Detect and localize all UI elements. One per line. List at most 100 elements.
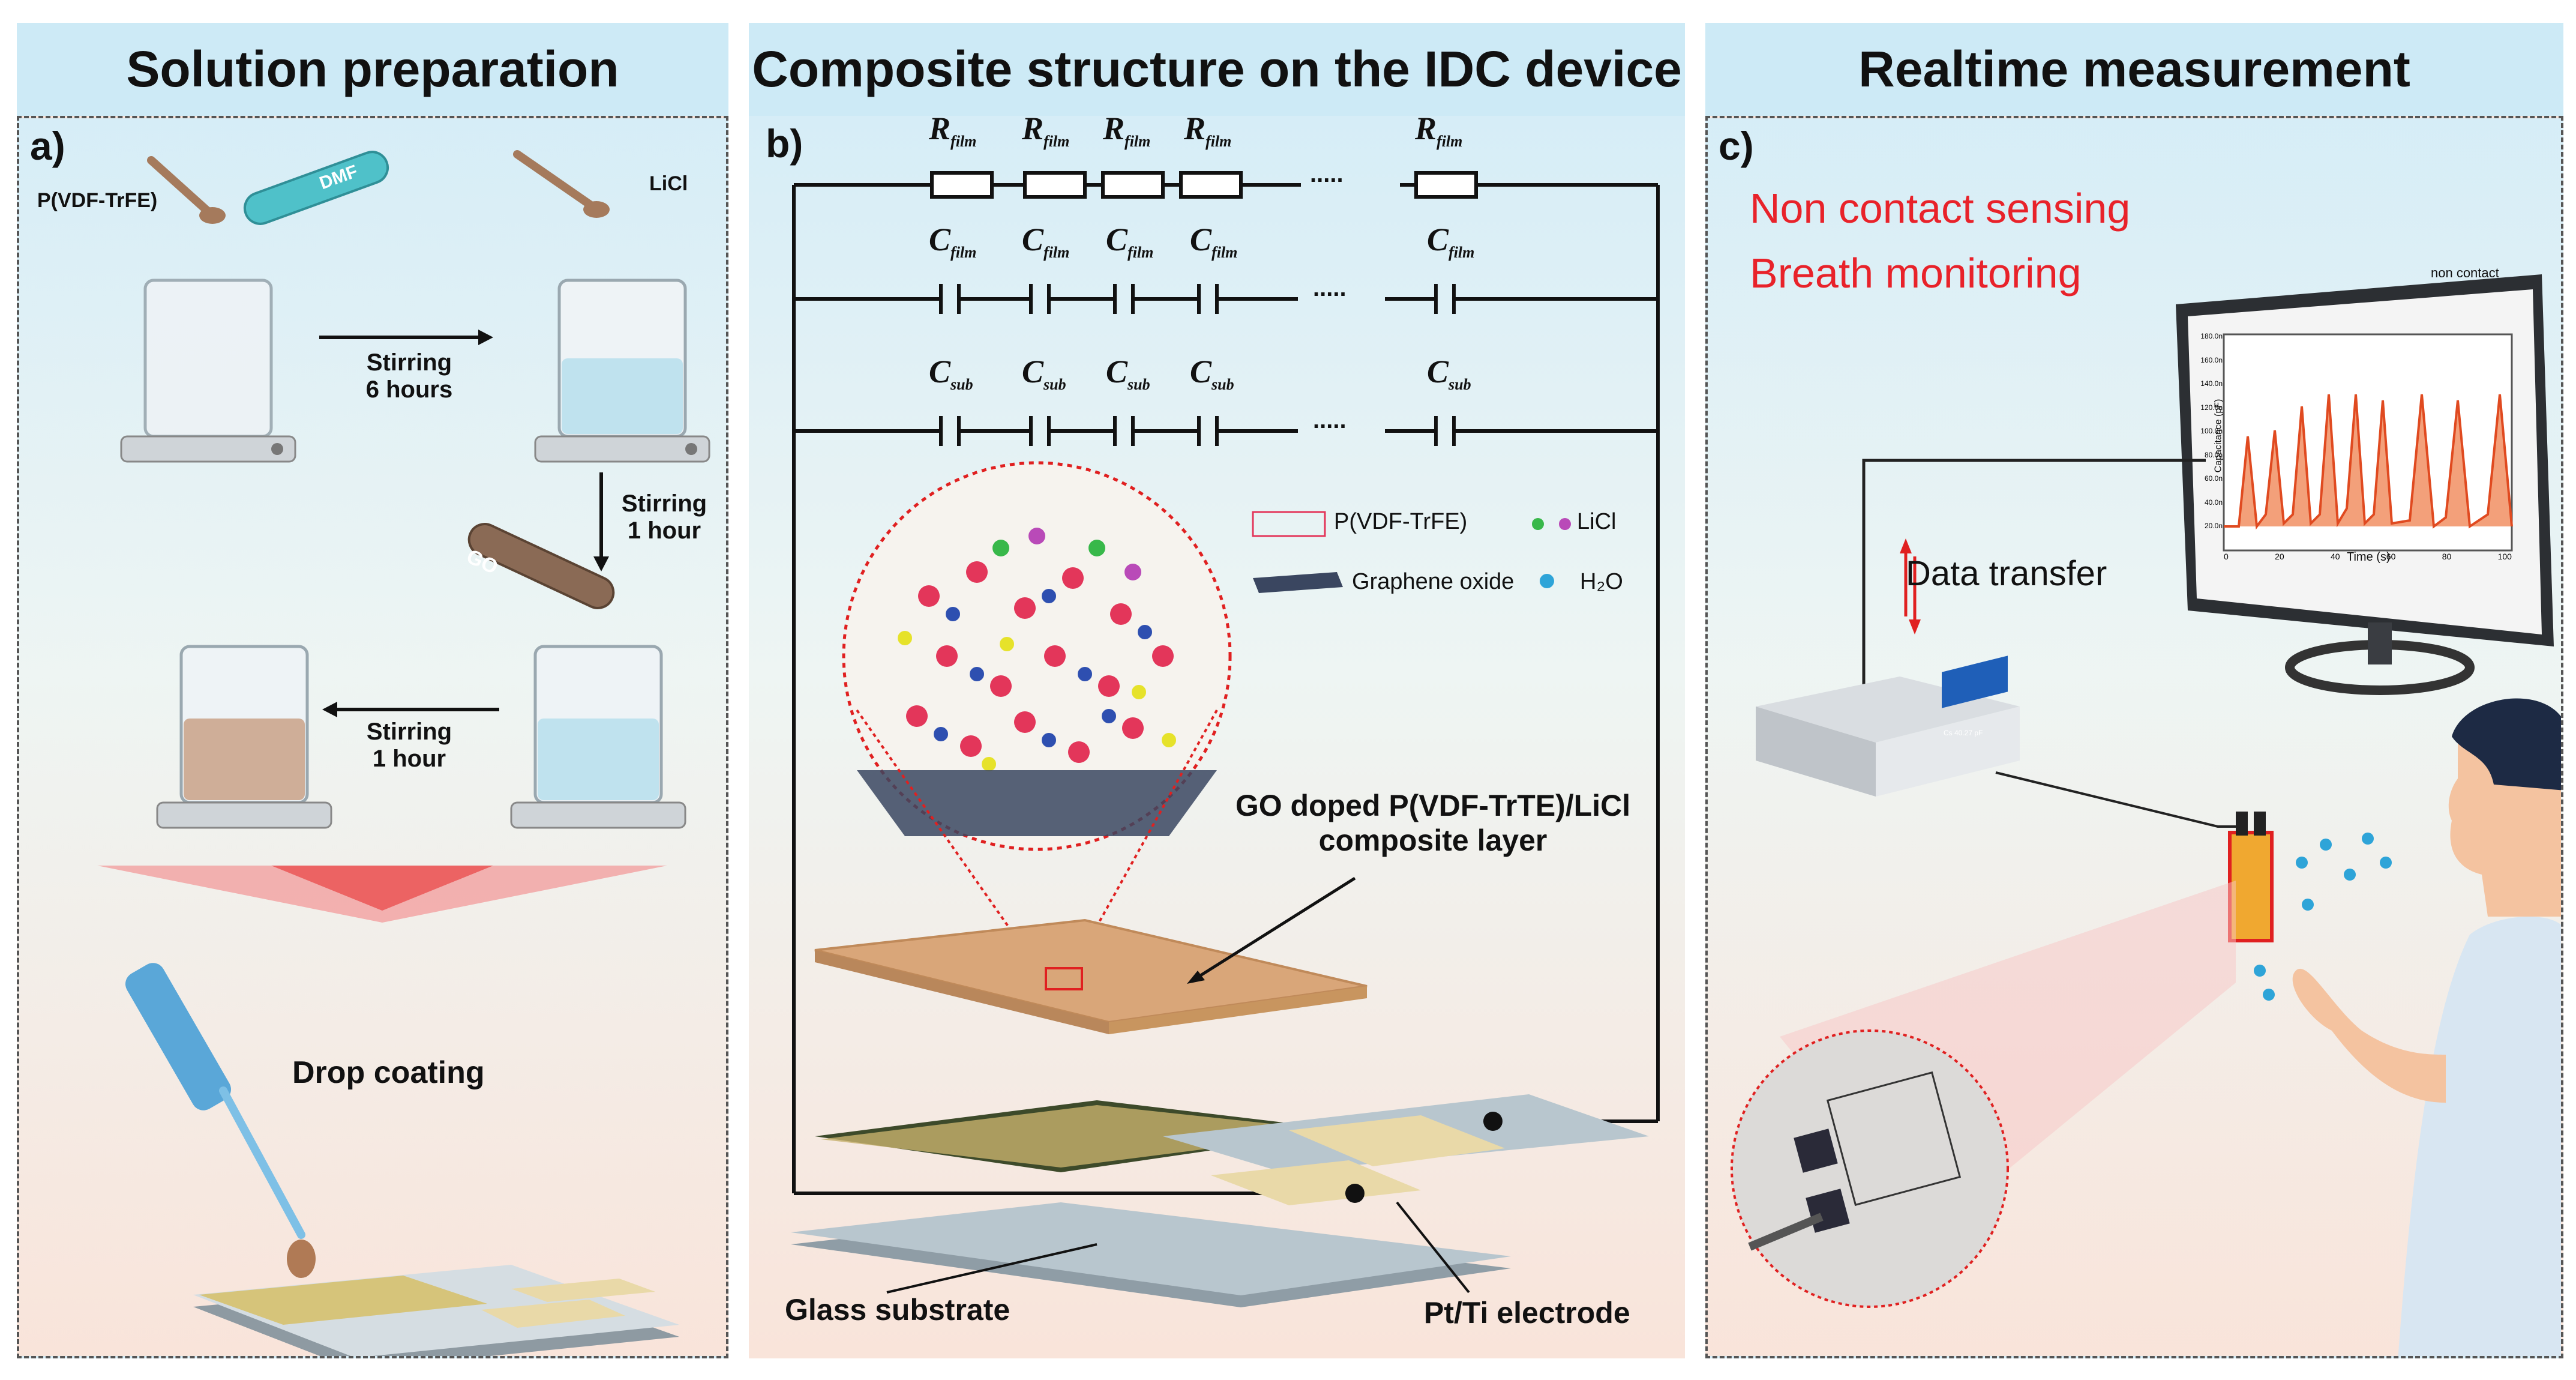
person [2292,698,2561,1356]
legend-licl-icon-purple [1559,518,1571,530]
c-symbol: C [1427,354,1449,390]
c-film-label-4: Cfilm [1190,221,1237,262]
c-sub-label-5: Csub [1427,353,1471,394]
beaker-3 [510,645,686,829]
screen-title: non contact [2431,265,2499,280]
c-subscript: sub [1211,375,1234,393]
c-subscript: film [1043,243,1070,261]
electrode-terminal-right [1483,1112,1503,1131]
pt-ti-electrode-label: Pt/Ti electrode [1424,1296,1630,1330]
spoon-2 [513,150,610,218]
c-film-label-3: Cfilm [1106,221,1153,262]
cable-monitor [1862,459,2206,695]
legend-licl-text: LiCl [1577,509,1617,534]
dmf-test-tube [243,151,389,225]
panel-c-body: non contact Time (s) Capacitance (pF) 0 … [1705,116,2563,1358]
legend-licl-icon-green [1532,518,1544,530]
screen-ytick: 80.0n [2204,450,2223,459]
sensor-photo-zoom [1731,881,2236,1308]
panel-b-header: Composite structure on the IDC device [749,23,1685,116]
panel-c-title: Realtime measurement [1858,41,2410,97]
panel-b-letter: b) [766,121,803,166]
c-subscript: sub [1127,375,1150,393]
screen-xlabel: Time (s) [2347,550,2391,564]
screen-ytick: 160.0n [2200,355,2223,364]
pvdf-label: P(VDF-TrFE) [37,189,158,212]
screen-ytick: 40.0n [2204,498,2223,507]
legend-pvdf-text: P(VDF-TrFE) [1334,509,1468,534]
screen-xtick: 60 [2386,552,2396,561]
screen-xtick: 100 [2497,552,2512,561]
c-subscript: sub [1449,375,1471,393]
panel-solution-preparation: Solution preparation [17,0,728,1380]
panel-a-letter: a) [30,124,65,168]
capacitors-film [939,284,1456,314]
legend-go-text: Graphene oxide [1352,569,1515,594]
screen-ytick: 180.0n [2200,332,2223,340]
step1-text: Stirring 6 hours [355,349,463,403]
c-sub-label-2: Csub [1022,353,1066,394]
beaker-2 [534,279,710,463]
licl-label: LiCl [649,172,688,195]
screen-ytick: 140.0n [2200,379,2223,388]
composite-layer [814,918,1368,1034]
c-film-label-2: Cfilm [1022,221,1069,262]
panel-composite-structure: Composite structure on the IDC device [749,0,1685,1380]
c-film-ellipsis: ..... [1313,275,1347,301]
step2-line2: 1 hour [627,517,701,544]
electrode-pointer [1396,1201,1470,1294]
screen-xtick: 80 [2442,552,2452,561]
r-subscript: film [1437,132,1463,150]
step2-text: Stirring 1 hour [613,490,715,544]
electrode-terminal-left [1345,1184,1365,1203]
c-sub-label-3: Csub [1106,353,1150,394]
glass-substrate-label: Glass substrate [785,1293,1010,1327]
r-subscript: film [1124,132,1151,150]
c-symbol: C [1106,221,1128,258]
drop-coating-label: Drop coating [292,1055,485,1090]
legend-h2o-text: H₂O [1580,569,1623,594]
glass-pointer [886,1243,1097,1294]
composite-layer-line2: composite layer [1318,824,1548,857]
screen-chart [2223,333,2513,552]
lcr-meter [1756,655,2020,797]
beaker-1 [120,279,296,463]
c-sub-label-1: Csub [929,353,973,394]
screen-ytick: 100.0n [2200,427,2223,435]
composite-layer-line1: GO doped P(VDF-TrTE)/LiCl [1235,789,1631,822]
c-symbol: C [1190,354,1212,390]
r-film-label-5: Rfilm [1415,116,1462,151]
c-symbol: C [1427,221,1449,258]
r-film-label-2: Rfilm [1022,116,1069,151]
r-film-label-1: Rfilm [929,116,976,151]
legend-pvdf-icon [1252,511,1326,537]
screen-xtick: 0 [2224,552,2229,561]
resistors [930,171,1478,199]
legend-go-icon [1253,572,1343,593]
c-subscript: film [1449,243,1475,261]
layer-pointer [1192,876,1356,982]
r-subscript: film [1043,132,1070,150]
c-subscript: film [1127,243,1154,261]
c-symbol: C [929,354,951,390]
panel-c-header: Realtime measurement [1705,23,2563,116]
cable-sensor [1995,771,2236,828]
c-symbol: C [1190,221,1212,258]
r-symbol: R [1415,116,1437,146]
c-sub-ellipsis: ..... [1313,407,1347,433]
r-row-ellipsis: ..... [1310,161,1344,187]
panel-realtime-measurement: Realtime measurement [1705,0,2563,1380]
screen-xtick: 40 [2330,552,2340,561]
r-film-label-4: Rfilm [1184,116,1231,151]
c-subscript: sub [1043,375,1066,393]
beaker-4 [156,645,332,829]
panel-c-letter: c) [1719,124,1754,168]
r-subscript: film [950,132,977,150]
spoon-1 [147,156,226,224]
breath-droplets [2254,833,2392,1001]
panel-c-illustration [1731,274,2561,1356]
c-subscript: film [950,243,977,261]
c-film-label-1: Cfilm [929,221,976,262]
idc-device-small [193,1265,679,1356]
step3-text: Stirring 1 hour [355,719,463,773]
